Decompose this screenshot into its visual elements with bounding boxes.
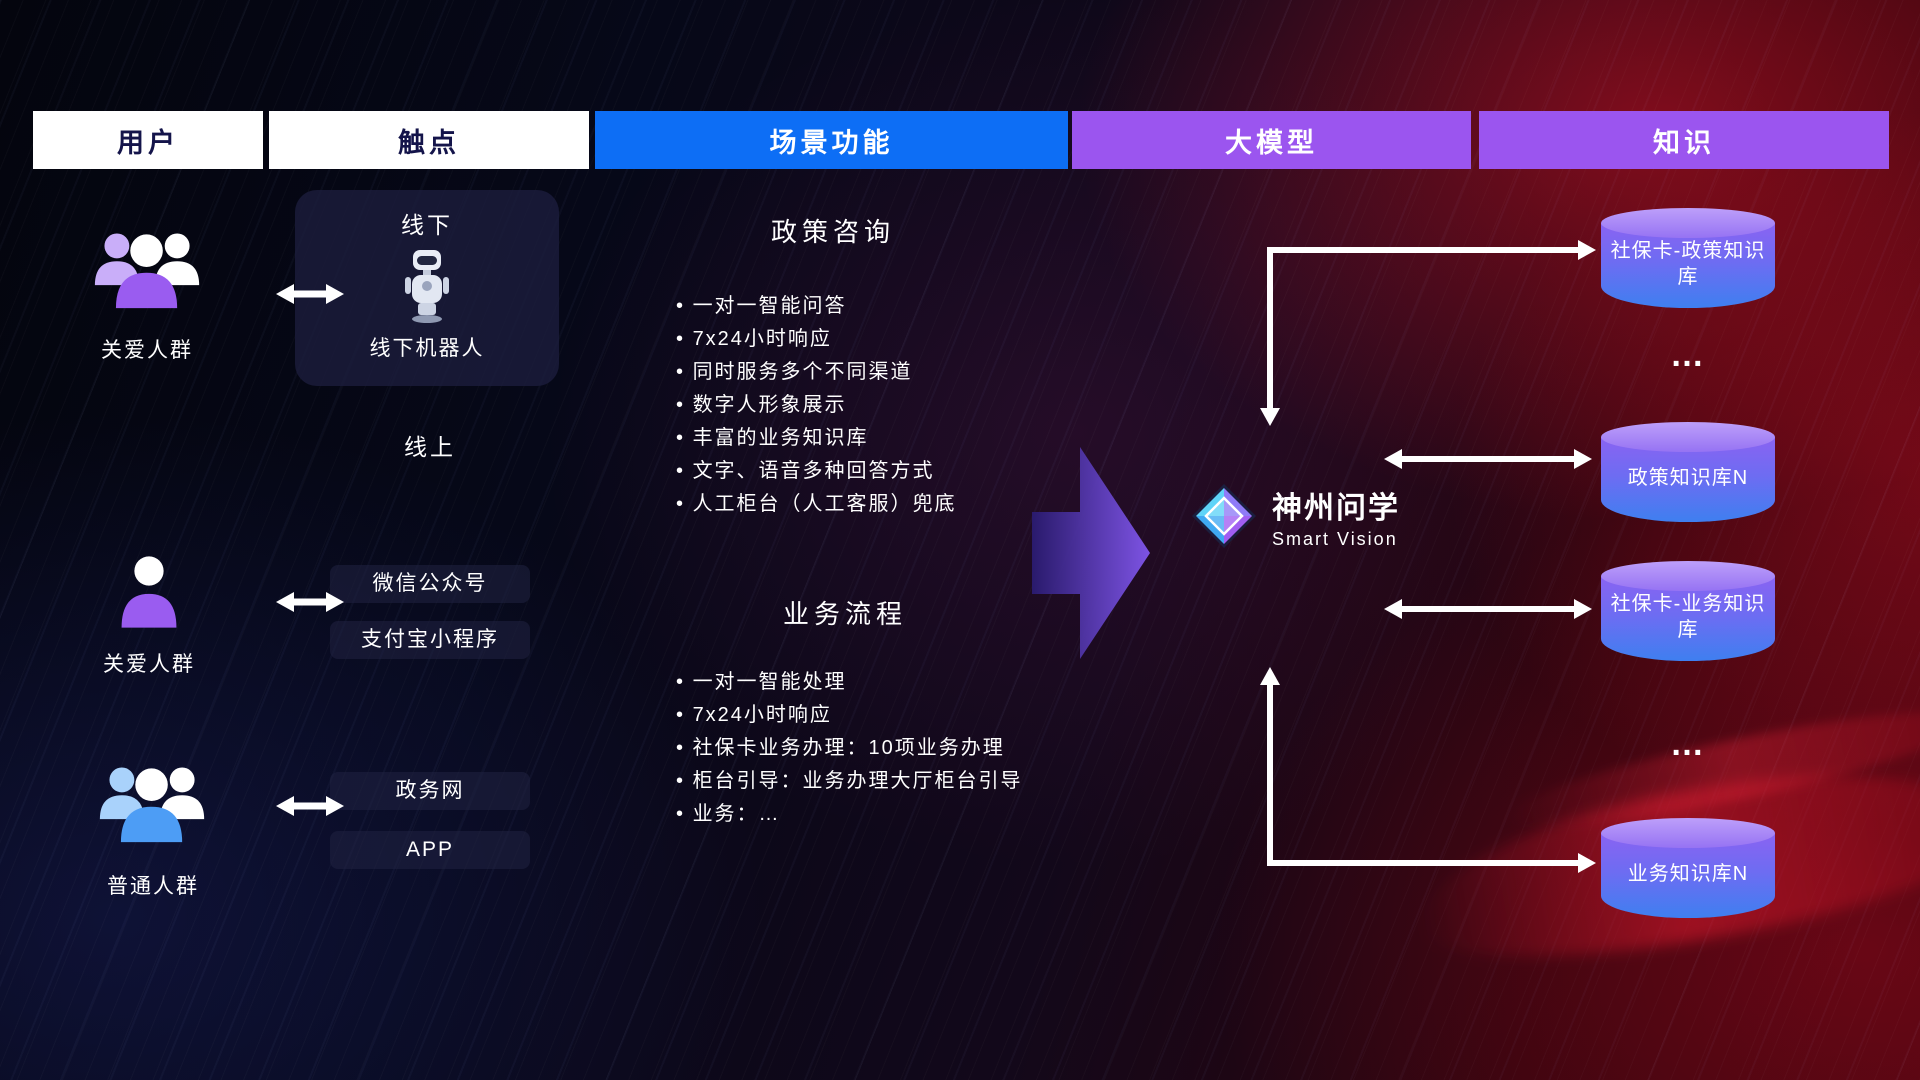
cylinder-top xyxy=(1601,208,1775,238)
elbow-arrow-bottom-knowledge xyxy=(1260,667,1596,873)
channel-app: APP xyxy=(330,831,530,869)
channel-wechat: 微信公众号 xyxy=(330,565,530,603)
scenario-title-business: 业务流程 xyxy=(782,599,907,629)
user-general-label: 普通人群 xyxy=(107,875,199,898)
header-users-label: 用户 xyxy=(117,127,179,158)
online-title: 线上 xyxy=(404,434,456,460)
logo-text-block: 神州问学 Smart Vision xyxy=(1272,483,1400,550)
cylinder-top xyxy=(1601,561,1775,591)
knowledge-ellipsis-2: … xyxy=(1670,725,1706,763)
logo-diamond-icon xyxy=(1192,484,1256,548)
user-caring-label-2: 关爱人群 xyxy=(103,653,195,676)
caring-person-icon xyxy=(121,556,177,628)
cylinder-top xyxy=(1601,422,1775,452)
scenario-policy-item: 丰富的业务知识库 xyxy=(676,422,957,455)
scenario-business-item: 一对一智能处理 xyxy=(676,666,1023,699)
cylinder-top xyxy=(1601,818,1775,848)
smart-vision-logo: 神州问学 Smart Vision xyxy=(1188,480,1400,552)
offline-robot-label: 线下机器人 xyxy=(369,337,485,360)
header-model-label: 大模型 xyxy=(1225,127,1318,158)
knowledge-db-label: 社保卡-业务知识库 xyxy=(1610,593,1766,641)
scenario-business-item: 柜台引导：业务办理大厅柜台引导 xyxy=(676,765,1023,798)
scenario-business-item: 7x24小时响应 xyxy=(676,699,1023,732)
caring-group-icon xyxy=(94,233,200,309)
knowledge-db-label: 业务知识库N xyxy=(1627,863,1749,885)
scenario-policy-item: 文字、语音多种回答方式 xyxy=(676,455,957,488)
scenario-policy-item: 一对一智能问答 xyxy=(676,290,957,323)
offline-title: 线下 xyxy=(401,212,453,238)
user-caring-label-1: 关爱人群 xyxy=(101,339,193,362)
robot-icon xyxy=(405,250,449,323)
scenario-policy-item: 人工柜台（人工客服）兜底 xyxy=(676,488,957,521)
logo-subtitle: Smart Vision xyxy=(1272,528,1398,549)
flow-arrow xyxy=(1032,447,1150,659)
header-knowledge: 知识 xyxy=(1479,111,1889,169)
knowledge-ellipsis-1: … xyxy=(1670,336,1706,374)
header-scenarios: 场景功能 xyxy=(595,111,1068,169)
channel-gov-web: 政务网 xyxy=(330,772,530,810)
scenario-policy-list: 一对一智能问答 7x24小时响应 同时服务多个不同渠道 数字人形象展示 丰富的业… xyxy=(676,290,957,521)
scenario-policy-item: 数字人形象展示 xyxy=(676,389,957,422)
scenario-policy-item: 同时服务多个不同渠道 xyxy=(676,356,957,389)
header-scenarios-label: 场景功能 xyxy=(769,127,894,158)
scenario-business-list: 一对一智能处理 7x24小时响应 社保卡业务办理：10项业务办理 柜台引导：业务… xyxy=(676,666,1023,831)
double-arrow-sscard-business xyxy=(1384,599,1592,619)
knowledge-db-sscard-business: 社保卡-业务知识库 xyxy=(1601,561,1775,661)
knowledge-db-policy-n: 政策知识库N xyxy=(1601,422,1775,522)
channel-alipay-miniprogram: 支付宝小程序 xyxy=(330,621,530,659)
scenario-policy-item: 7x24小时响应 xyxy=(676,323,957,356)
header-touchpoints-label: 触点 xyxy=(398,127,460,158)
scenario-title-policy: 政策咨询 xyxy=(770,217,895,247)
elbow-arrow-top-knowledge xyxy=(1260,240,1596,426)
knowledge-db-sscard-policy: 社保卡-政策知识库 xyxy=(1601,208,1775,308)
knowledge-db-label: 政策知识库N xyxy=(1627,467,1749,489)
header-touchpoints: 触点 xyxy=(269,111,589,169)
scenario-business-item: 业务：… xyxy=(676,798,1023,831)
header-users: 用户 xyxy=(33,111,263,169)
general-group-icon xyxy=(99,767,205,843)
header-model: 大模型 xyxy=(1072,111,1471,169)
knowledge-db-business-n: 业务知识库N xyxy=(1601,818,1775,918)
double-arrow-policy-n xyxy=(1384,449,1592,469)
logo-name: 神州问学 xyxy=(1272,491,1400,525)
offline-robot-card: 线下 线下机器人 xyxy=(295,190,559,386)
knowledge-db-label: 社保卡-政策知识库 xyxy=(1610,240,1766,288)
header-knowledge-label: 知识 xyxy=(1653,127,1715,158)
scenario-business-item: 社保卡业务办理：10项业务办理 xyxy=(676,732,1023,765)
